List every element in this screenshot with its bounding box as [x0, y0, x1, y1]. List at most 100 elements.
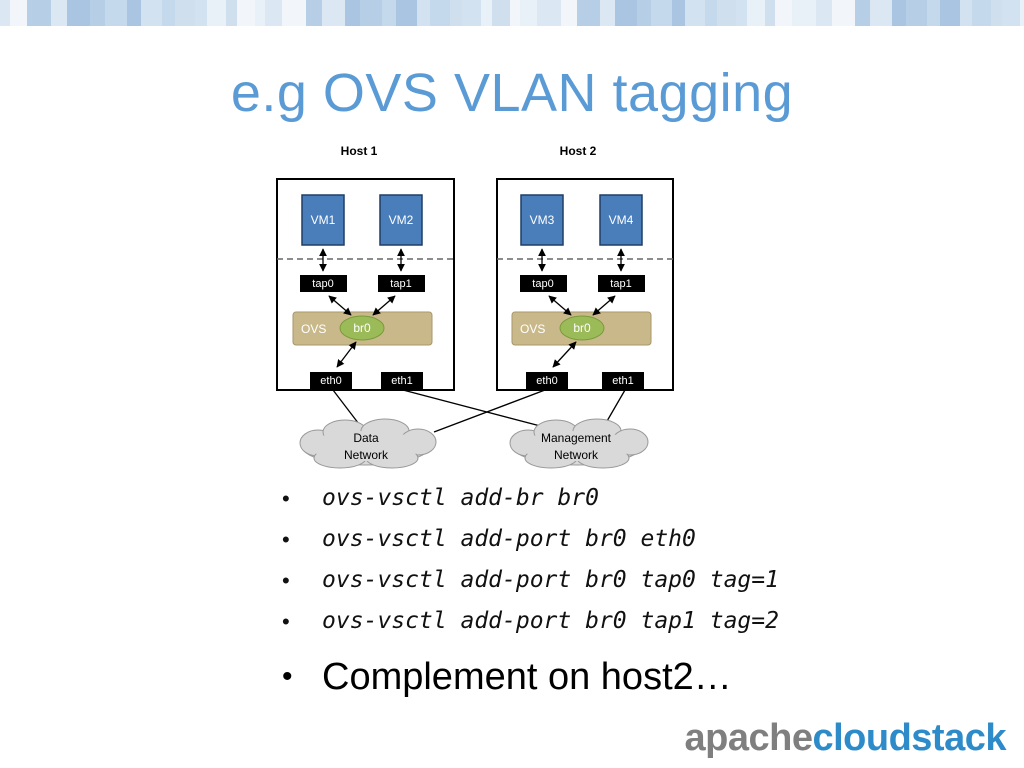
- management-network-cloud: [509, 418, 649, 469]
- host2-tap1-br0-arrow: [592, 295, 616, 316]
- header-band-tile: [685, 0, 705, 26]
- header-band-tile: [162, 0, 175, 26]
- link-host1-eth1-mgmt: [402, 389, 549, 429]
- header-band-tile: [105, 0, 127, 26]
- bullet-dot: •: [282, 660, 293, 693]
- header-band-tile: [492, 0, 510, 26]
- header-band-tile: [775, 0, 792, 26]
- header-band-tile: [27, 0, 51, 26]
- host2-ovs-label: OVS: [520, 322, 545, 336]
- header-band-tile: [1002, 0, 1020, 26]
- logo-cloudstack-text: cloudstack: [812, 717, 1006, 759]
- header-band-tile: [816, 0, 832, 26]
- command-text: ovs-vsctl add-port br0 tap1 tag=2: [322, 608, 779, 634]
- header-band-tile: [10, 0, 27, 26]
- header-band-tile: [892, 0, 906, 26]
- header-band-tile: [345, 0, 360, 26]
- command-text: ovs-vsctl add-port br0 eth0: [322, 526, 696, 552]
- header-band-tile: [382, 0, 396, 26]
- host1-vm1-label: VM1: [311, 213, 336, 227]
- command-item: • ovs-vsctl add-port br0 eth0: [280, 519, 1000, 560]
- host1-tap0-label: tap0: [312, 278, 333, 290]
- host2-eth0-label: eth0: [536, 375, 557, 387]
- host2-tap0-label: tap0: [532, 278, 553, 290]
- command-text: ovs-vsctl add-port br0 tap0 tag=1: [322, 567, 779, 593]
- header-band-tile: [960, 0, 972, 26]
- header-band-tile: [615, 0, 637, 26]
- bullet-dot: •: [282, 568, 290, 593]
- management-network-line1: Management: [541, 431, 612, 445]
- header-band-tile: [226, 0, 237, 26]
- header-band-tile: [510, 0, 520, 26]
- summary-text: Complement on host2…: [322, 656, 732, 698]
- host1-vm2-label: VM2: [389, 213, 414, 227]
- header-band-tile: [207, 0, 226, 26]
- host1-eth0-box: [310, 372, 352, 389]
- command-item: • ovs-vsctl add-port br0 tap0 tag=1: [280, 560, 1000, 601]
- host2-tap1-label: tap1: [610, 278, 631, 290]
- host1-tap1-label: tap1: [390, 278, 411, 290]
- header-band-tile: [747, 0, 765, 26]
- header-band-tile: [651, 0, 672, 26]
- slide-title: e.g OVS VLAN tagging: [230, 63, 794, 123]
- logo-apache-text: apache: [684, 717, 813, 759]
- host2-vm3-box: [520, 194, 564, 246]
- host1-eth1-label: eth1: [391, 375, 412, 387]
- host1-label: Host 1: [341, 144, 378, 158]
- host1-eth1-box: [381, 372, 423, 389]
- header-band-tile: [717, 0, 736, 26]
- bullet-dot: •: [282, 527, 290, 552]
- host2-eth1-box: [602, 372, 644, 389]
- host1-ovs-label: OVS: [301, 322, 326, 336]
- header-band-tile: [127, 0, 141, 26]
- command-bullet-list: •ovs-vsctl add-br br0 • ovs-vsctl add-por…: [280, 478, 1000, 706]
- header-band-tile: [991, 0, 1002, 26]
- host1-tap0-box: [300, 275, 347, 292]
- header-band-tile: [537, 0, 561, 26]
- host2-tap0-box: [520, 275, 567, 292]
- host1-br0-node: [339, 315, 385, 341]
- header-band-tile: [51, 0, 67, 26]
- host2-br0-label: br0: [573, 321, 591, 335]
- header-band-tile: [195, 0, 207, 26]
- header-band-tile: [832, 0, 855, 26]
- host1-tap1-box: [378, 275, 425, 292]
- header-band-tile: [855, 0, 870, 26]
- header-band-tile: [736, 0, 747, 26]
- header-band-tile: [265, 0, 282, 26]
- link-host2-eth0-data: [433, 389, 546, 433]
- header-band-tile: [927, 0, 940, 26]
- host2-vm3-label: VM3: [530, 213, 555, 227]
- data-network-cloud: [299, 418, 437, 469]
- host2-tap1-box: [598, 275, 645, 292]
- host1-tap0-br0-arrow: [328, 295, 352, 316]
- header-band-tile: [972, 0, 991, 26]
- header-band-tile: [705, 0, 717, 26]
- header-band-tile: [0, 0, 10, 26]
- host1-vm1-box: [301, 194, 345, 246]
- host2-eth0-box: [526, 372, 568, 389]
- host2-br0-eth0-arrow: [552, 341, 577, 368]
- host2-br0-node: [559, 315, 605, 341]
- host1-br0-eth0-arrow: [336, 341, 357, 368]
- host2-tap0-br0-arrow: [548, 295, 572, 316]
- host1-vm2-box: [379, 194, 423, 246]
- host1-tap1-br0-arrow: [372, 295, 396, 316]
- header-band-tile: [792, 0, 816, 26]
- apache-cloudstack-logo: apachecloudstack: [685, 717, 1007, 760]
- bullet-dot: •: [282, 486, 290, 511]
- header-band-tile: [600, 0, 615, 26]
- header-band-tile: [520, 0, 537, 26]
- header-band-tile: [67, 0, 90, 26]
- header-band-tile: [462, 0, 481, 26]
- command-item: •ovs-vsctl add-br br0: [280, 478, 1000, 519]
- header-band-tile: [237, 0, 255, 26]
- header-band-tile: [561, 0, 577, 26]
- header-band-tile: [90, 0, 105, 26]
- management-network-line2: Network: [554, 448, 599, 462]
- header-band-tile: [306, 0, 322, 26]
- header-band-tile: [906, 0, 927, 26]
- header-band-tile: [396, 0, 417, 26]
- data-network-line1: Data: [353, 431, 379, 445]
